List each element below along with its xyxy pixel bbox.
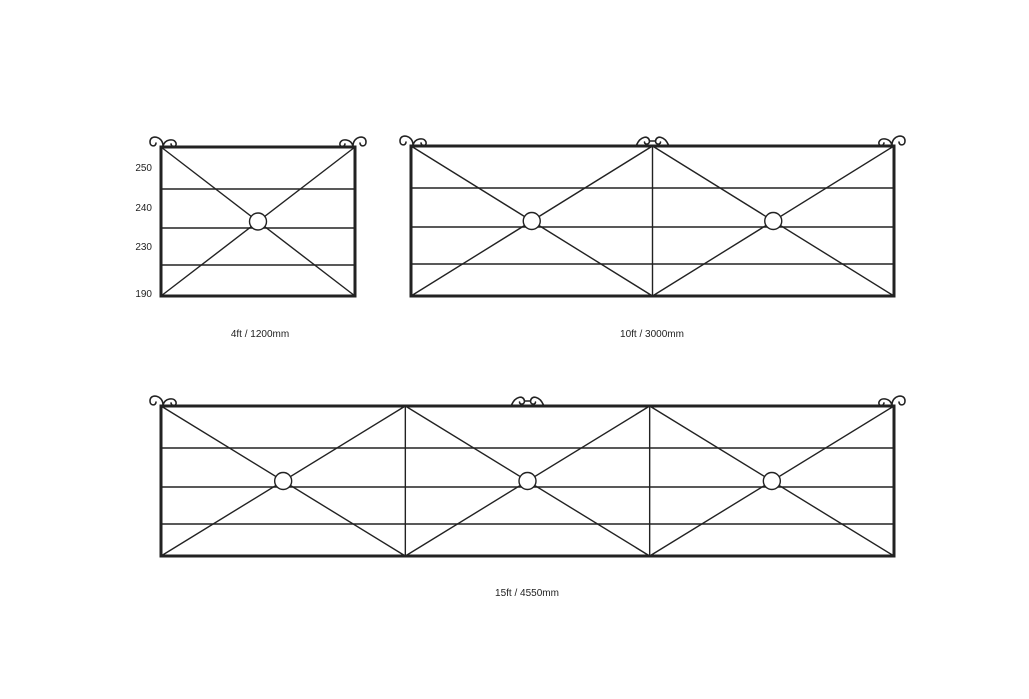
gate-10ft [399,135,906,298]
gate-15ft [149,395,906,558]
height-scale: 250 240 230 190 [135,163,152,300]
gate-15ft-label: 15ft / 4550mm [495,588,559,599]
scroll-finial-icon [149,136,177,148]
scale-label-230: 230 [135,242,152,253]
scale-label-250: 250 [135,163,152,174]
gate-ring [518,471,537,491]
scroll-finial-icon [878,135,906,147]
gate-ring [762,471,782,491]
scroll-finial-icon [149,395,177,407]
scale-label-240: 240 [135,203,152,214]
scroll-finial-icon [339,136,367,148]
gate-4ft [149,136,367,298]
gate-10ft-label: 10ft / 3000mm [620,329,684,340]
gate-4ft-label: 4ft / 1200mm [231,329,289,340]
center-scroll-icon [635,136,670,146]
scroll-finial-icon [399,135,427,147]
gate-frame [409,144,896,298]
gate-ring [248,212,268,231]
gate-frame [159,404,896,558]
gate-ring [764,211,783,231]
gate-ring [522,211,541,231]
scale-label-190: 190 [135,289,152,300]
gate-ring [273,471,293,491]
center-scroll-icon [510,396,545,406]
scroll-finial-icon [878,395,906,407]
gate-frame [159,145,357,298]
